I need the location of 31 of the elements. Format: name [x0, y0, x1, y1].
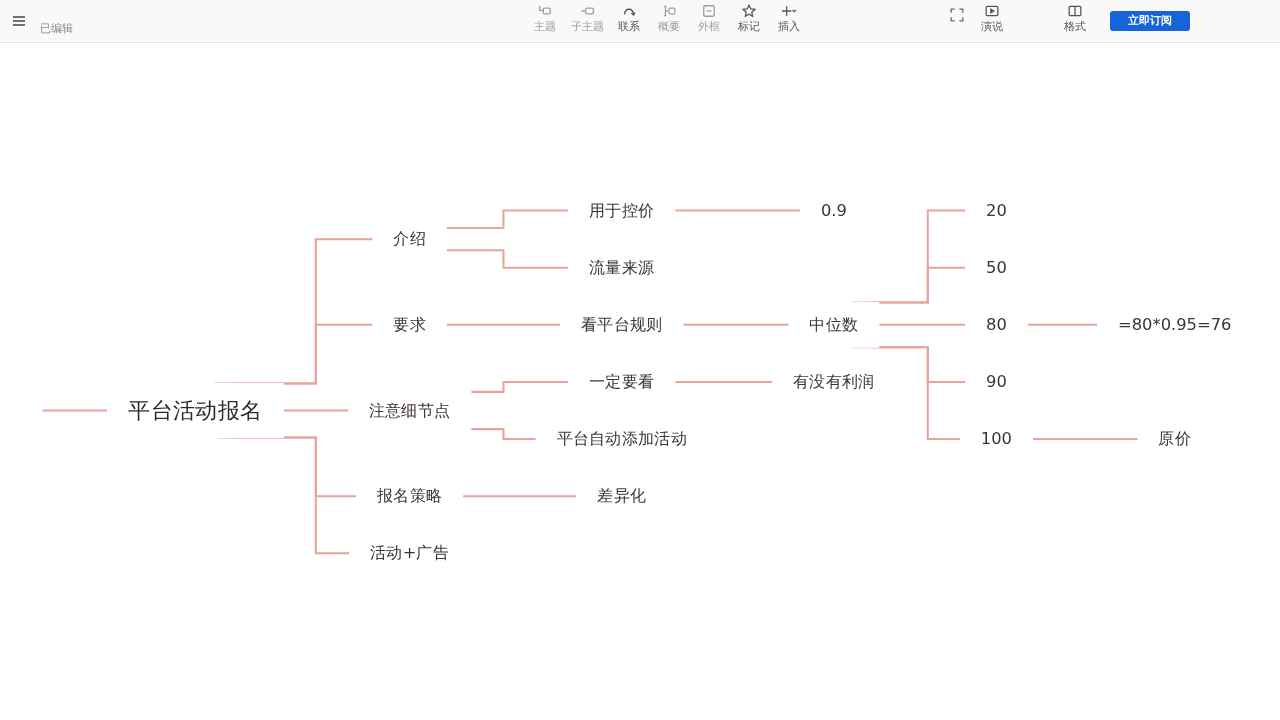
node-text: 平台自动添加活动 — [556, 428, 688, 449]
node-text: 注意细节点 — [368, 400, 451, 420]
node-text: 90 — [986, 371, 1007, 392]
node-text: 0.9 — [820, 200, 847, 220]
node-text: 看平台规则 — [580, 314, 663, 335]
node-text: 要求 — [393, 314, 426, 335]
toolbar-button: 演说 — [981, 4, 1003, 34]
node-text: 差异化 — [597, 486, 647, 506]
toolbar-button: 标记 — [738, 4, 760, 34]
node-text: 报名策略 — [377, 486, 443, 506]
node-text: 流量来源 — [589, 257, 655, 277]
node-text: 50 — [986, 257, 1007, 277]
toolbar-button: 主题 — [534, 4, 556, 34]
node-text: 20 — [986, 200, 1007, 220]
node-text: =80*0.95=76 — [1118, 314, 1232, 335]
toolbar-button: 外框 — [698, 4, 720, 34]
node-text: 80 — [986, 314, 1007, 335]
save-status-text: 已编辑 — [40, 22, 73, 35]
toolbar-button: 子主题 — [570, 4, 604, 34]
subscribe-button: 立即订阅 — [1110, 11, 1190, 31]
node-text: 100 — [980, 428, 1012, 449]
toolbar-button: 格式 — [1064, 4, 1086, 34]
node-text: 活动+广告 — [370, 543, 450, 563]
node-text: 介绍 — [393, 229, 426, 249]
node-text: 有没有利润 — [793, 371, 875, 392]
toolbar-button: 插入 — [778, 4, 800, 34]
node-text: 一定要看 — [589, 371, 655, 392]
toolbar-button: 概要 — [658, 4, 680, 34]
node-text: 原价 — [1158, 428, 1192, 449]
toolbar-button: 联系 — [618, 4, 640, 34]
node-text: 用于控价 — [589, 200, 655, 220]
